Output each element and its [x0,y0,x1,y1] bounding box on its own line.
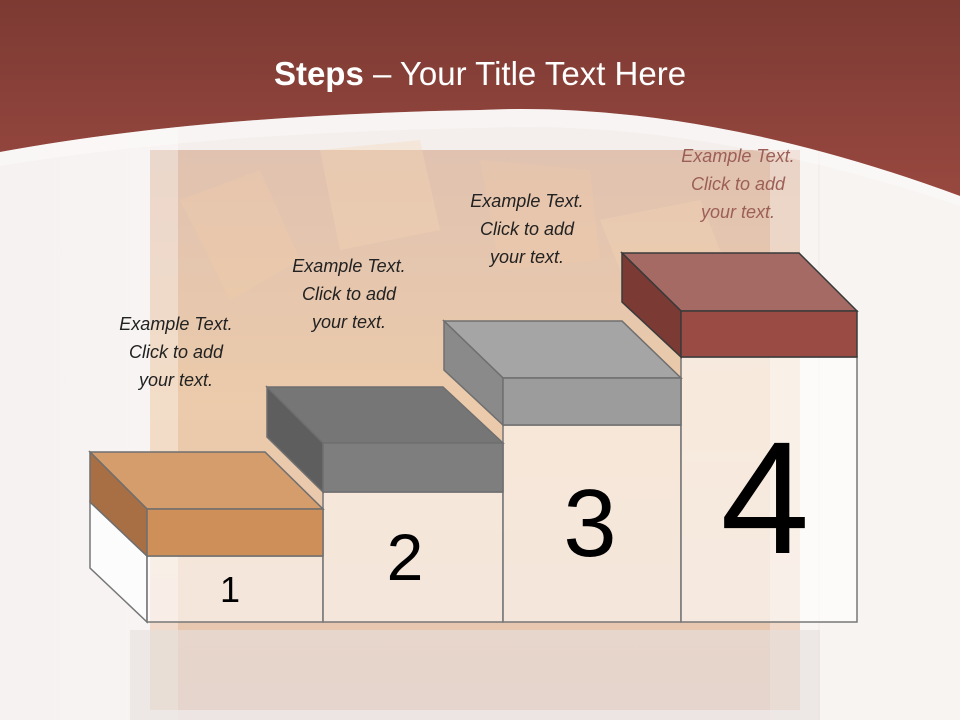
step-3-caption[interactable]: Example Text. Click to add your text. [437,187,617,271]
title-rest: – Your Title Text Here [363,55,687,92]
step-2-number: 2 [386,520,424,594]
step-3-caption-line3: your text. [489,247,565,267]
step-1-number: 1 [219,569,241,610]
step-2-box-front [322,491,504,623]
step-3-number: 3 [563,470,617,577]
step-1-lid[interactable] [88,450,325,558]
glass-base [130,630,820,720]
step-4-caption[interactable]: Example Text. Click to add your text. [648,142,828,226]
step-4-caption-line1: Example Text. [681,146,795,166]
step-1-caption-line1: Example Text. [119,314,233,334]
step-2-caption-line1: Example Text. [292,256,406,276]
step-4-lid[interactable] [620,251,859,359]
step-3-caption-line2: Click to add [479,219,575,239]
header-highlight [0,109,960,206]
step-1-box-front [146,555,324,623]
slide-title[interactable]: Steps – Your Title Text Here [0,52,960,96]
step-3-lid[interactable] [442,319,683,427]
ice-cube-1 [180,170,300,300]
step-1-caption-line3: your text. [138,370,214,390]
ice-cube-2 [320,140,440,250]
step-boxes [89,356,858,624]
step-1-caption-line2: Click to add [128,342,224,362]
step-4-number: 4 [720,408,810,587]
step-1-caption[interactable]: Example Text. Click to add your text. [86,310,266,394]
step-3-box-front [502,424,682,623]
step-2-caption[interactable]: Example Text. Click to add your text. [259,252,439,336]
step-4-caption-line2: Click to add [690,174,786,194]
header-band [0,0,960,196]
title-bold: Steps [273,55,364,92]
step-3-caption-line1: Example Text. [470,191,584,211]
step-2-caption-line3: your text. [311,312,387,332]
ice-cube-3 [480,160,600,270]
step-2-lid[interactable] [265,385,505,494]
step-2-caption-line2: Click to add [301,284,397,304]
step-4-caption-line3: your text. [700,202,776,222]
